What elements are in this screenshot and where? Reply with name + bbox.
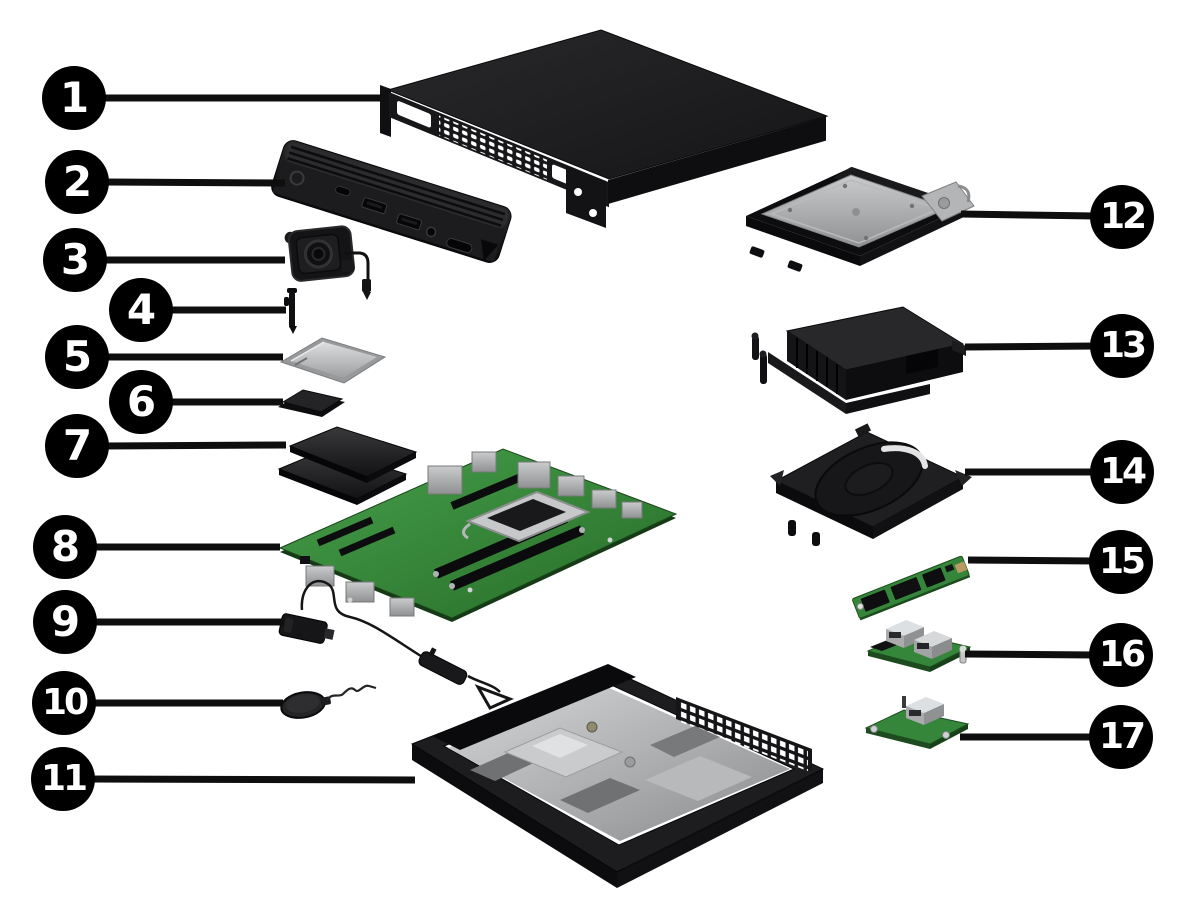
callout-13-leader [964,342,1097,351]
callout-8-badge: 8 [33,515,97,579]
part-processor [279,337,387,384]
callout-5-badge: 5 [45,325,109,389]
leader-lines [88,94,1097,784]
callout-2-leader [102,178,286,187]
part-blank-plates [277,426,418,505]
callout-11-badge: 11 [31,747,95,811]
part-usb-port-board [866,620,972,672]
callout-9-badge: 9 [33,590,97,654]
part-m2-ssd [852,555,971,621]
callout-13-badge: 13 [1090,314,1154,378]
callout-11-leader [88,775,416,784]
part-front-bezel [271,140,512,263]
callout-15-leader [967,556,1097,565]
part-system-board [278,448,678,622]
part-top-cover [380,29,829,228]
callout-4-badge: 4 [109,278,173,342]
callout-14-badge: 14 [1090,440,1154,504]
callout-1-badge: 1 [42,66,106,130]
callout-2-badge: 2 [45,150,109,214]
callout-6-badge: 6 [109,370,173,434]
callout-12-leader [960,210,1097,220]
callout-3-badge: 3 [43,228,107,292]
part-speaker [284,225,371,300]
part-io-port-board [864,696,970,749]
part-fan-duct [751,306,966,414]
callout-7-badge: 7 [45,414,109,478]
part-antenna-cable [278,579,514,710]
part-small-chip [278,389,345,417]
part-chassis [410,664,825,888]
callout-12-badge: 12 [1090,185,1154,249]
callout-15-badge: 15 [1089,530,1153,594]
part-fan [770,423,972,546]
callout-16-leader [964,650,1097,659]
callout-7-leader [102,441,287,450]
part-post-pin [284,288,297,334]
callout-16-badge: 16 [1089,623,1153,687]
part-coin-battery [280,684,377,719]
part-hard-drive-assembly [746,167,975,272]
callout-10-badge: 10 [32,671,96,735]
callout-17-badge: 17 [1089,705,1153,769]
